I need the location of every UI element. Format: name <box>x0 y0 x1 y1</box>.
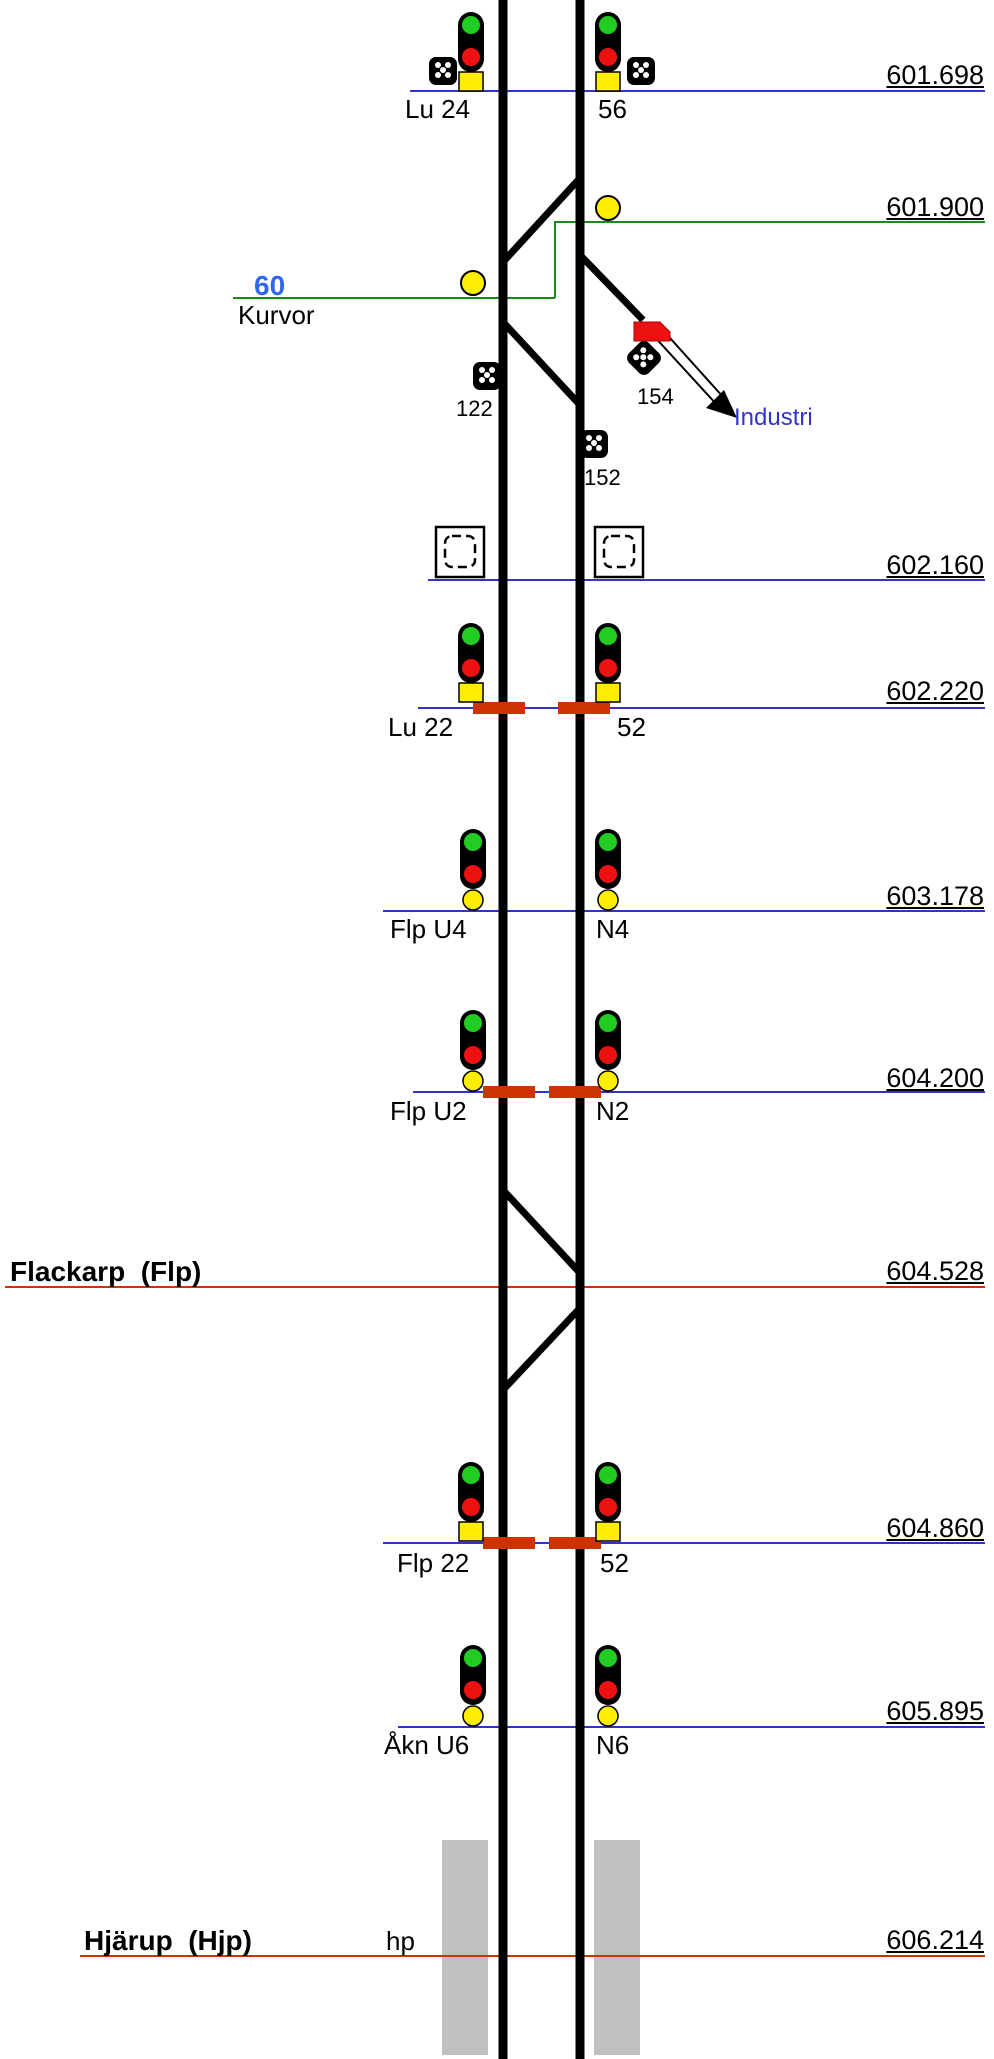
balise-left-604860 <box>483 1537 535 1549</box>
km-label-604200: 604.200 <box>886 1063 984 1093</box>
dwarf-signal-lu24-icon <box>429 57 457 85</box>
speed-label: Kurvor <box>238 300 315 330</box>
dwarf-signal-154-icon <box>624 338 664 378</box>
dwarf-signal-152-icon <box>580 430 608 458</box>
km-label-602220: 602.220 <box>886 676 984 706</box>
signal-label-n4: N4 <box>596 914 630 944</box>
dwarf-signal-122-icon <box>473 362 501 390</box>
branch-track <box>577 252 646 323</box>
signal-52b-icon <box>594 1461 622 1542</box>
signal-n4-icon <box>594 828 622 911</box>
signal-56-icon <box>594 11 622 92</box>
signal-label-flp22: Flp 22 <box>397 1548 470 1578</box>
signal-n2-icon <box>594 1009 622 1092</box>
km-label-602160: 602.160 <box>886 550 984 580</box>
signal-label-flpu4: Flp U4 <box>390 914 467 944</box>
platform-right <box>594 1840 640 2055</box>
dwarf-signal-56-icon <box>627 57 655 85</box>
signal-flpu2-icon <box>459 1009 487 1092</box>
distant-signal-left-icon <box>460 270 486 296</box>
crossover-2 <box>500 319 583 408</box>
balise-left-604200 <box>483 1086 535 1098</box>
branch-label: Industri <box>734 404 813 431</box>
km-label-601900: 601.900 <box>886 192 984 222</box>
signal-flpu4-icon <box>459 828 487 911</box>
crossover-3 <box>500 1187 583 1276</box>
crossover-4 <box>500 1305 583 1393</box>
distant-signal-right-icon <box>595 195 621 221</box>
balise-left-602220 <box>473 702 525 714</box>
km-label-604528: 604.528 <box>886 1256 984 1286</box>
signal-flp22-icon <box>457 1461 485 1542</box>
balise-right-604200 <box>549 1086 601 1098</box>
signal-label-56: 56 <box>598 94 627 124</box>
derailer-icon <box>633 321 671 342</box>
crossover-1 <box>500 175 583 265</box>
km-label-605895: 605.895 <box>886 1696 984 1726</box>
signal-aknu6-icon <box>459 1644 487 1727</box>
branch-double-b <box>660 327 725 399</box>
stop-type-label: hp <box>386 1926 415 1956</box>
km-label-606214: 606.214 <box>886 1925 984 1955</box>
speed-signal-right-icon <box>593 525 645 579</box>
board-label-122: 122 <box>456 396 493 421</box>
balise-right-604860 <box>549 1537 601 1549</box>
signal-label-n6: N6 <box>596 1730 630 1760</box>
branch-arrow <box>706 390 737 418</box>
signal-label-n2: N2 <box>596 1096 630 1126</box>
signal-lu22-icon <box>457 622 485 703</box>
signal-52a-icon <box>594 622 622 703</box>
signal-label-flpu2: Flp U2 <box>390 1096 467 1126</box>
signal-label-lu22: Lu 22 <box>388 712 454 742</box>
station-label-flackarp: Flackarp (Flp) <box>10 1256 202 1287</box>
signal-label-52a: 52 <box>617 712 646 742</box>
station-label-hjarup: Hjärup (Hjp) <box>84 1925 252 1956</box>
speed-value: 60 <box>254 270 286 301</box>
branch-double-a <box>651 333 719 407</box>
signal-n6-icon <box>594 1644 622 1727</box>
speed-signal-left-icon <box>434 525 486 579</box>
balise-right-602220 <box>558 702 610 714</box>
km-label-603178: 603.178 <box>886 881 984 911</box>
signal-label-aknu6: Åkn U6 <box>384 1730 470 1760</box>
board-label-152: 152 <box>584 465 621 490</box>
signal-label-52b: 52 <box>600 1548 629 1578</box>
km-label-604860: 604.860 <box>886 1513 984 1543</box>
speed-board-line <box>554 221 985 298</box>
platform-left <box>442 1840 488 2055</box>
signal-label-lu24: Lu 24 <box>405 94 471 124</box>
km-label-601698: 601.698 <box>886 60 984 90</box>
board-label-154: 154 <box>637 384 674 409</box>
signal-lu24-icon <box>457 11 485 92</box>
